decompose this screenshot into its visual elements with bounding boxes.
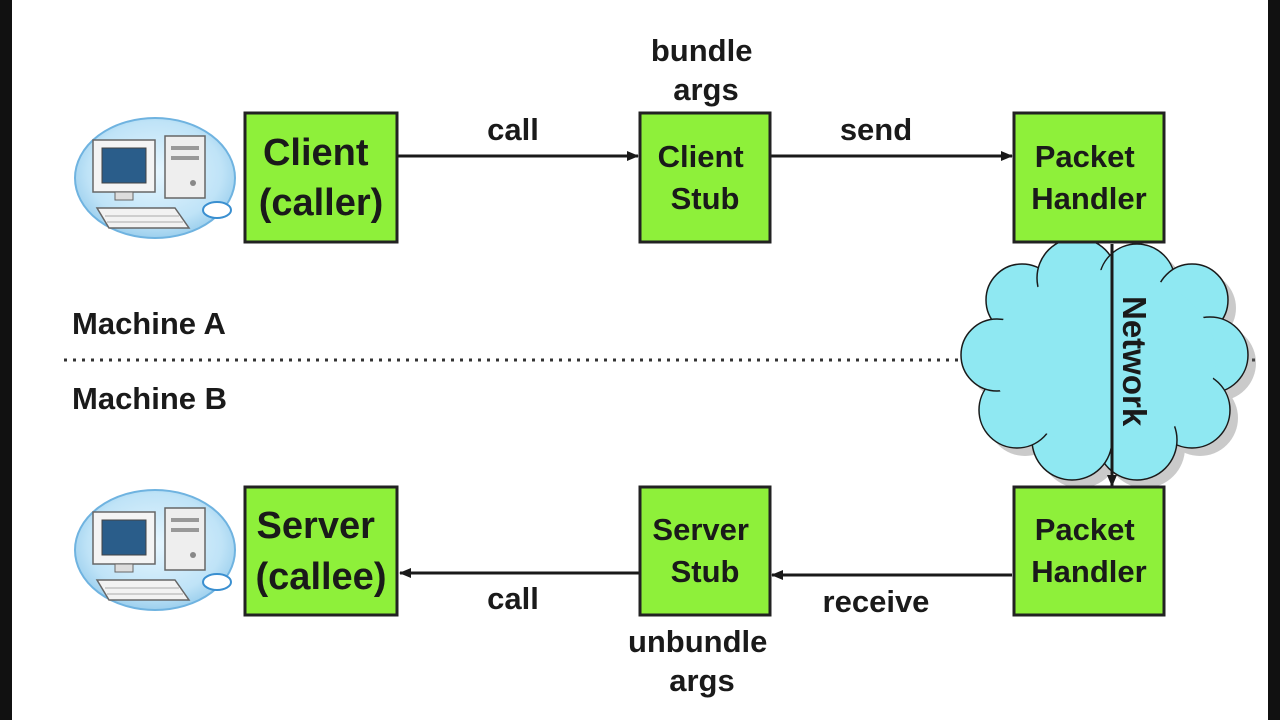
cloud-icon: [960, 237, 1256, 488]
rpc-diagram: Machine A Machine B: [64, 33, 1257, 698]
call-label-bottom: call: [487, 581, 539, 616]
packet-handler-b-node: Packet Handler: [1012, 485, 1166, 617]
packet-handler-a-node: Packet Handler: [1012, 111, 1166, 244]
send-label: send: [840, 112, 912, 147]
unbundle-args-label: unbundle args: [628, 624, 776, 698]
svg-text:Client (caller): Client (caller): [259, 132, 384, 224]
svg-text:Packet Handler: Packet Handler: [1031, 139, 1146, 216]
client-stub-node: Client Stub: [638, 111, 772, 244]
network-label: Network: [1116, 296, 1153, 427]
machine-b-label: Machine B: [72, 381, 227, 416]
machine-a-label: Machine A: [72, 306, 226, 341]
client-node: Client (caller): [243, 111, 399, 244]
computer-icon: [74, 117, 236, 239]
computer-icon: [74, 489, 236, 611]
bundle-args-label: bundle args: [651, 33, 761, 107]
svg-text:Server Stub: Server Stub: [652, 512, 757, 589]
svg-text:Client Stub: Client Stub: [658, 139, 753, 216]
rpc-diagram-slide: Machine A Machine B: [12, 0, 1268, 720]
svg-text:Server (callee): Server (callee): [256, 505, 387, 598]
call-label-top: call: [487, 112, 539, 147]
server-stub-node: Server Stub: [638, 485, 772, 617]
receive-label: receive: [823, 584, 930, 619]
server-node: Server (callee): [243, 485, 399, 617]
svg-text:Packet Handler: Packet Handler: [1031, 512, 1146, 589]
